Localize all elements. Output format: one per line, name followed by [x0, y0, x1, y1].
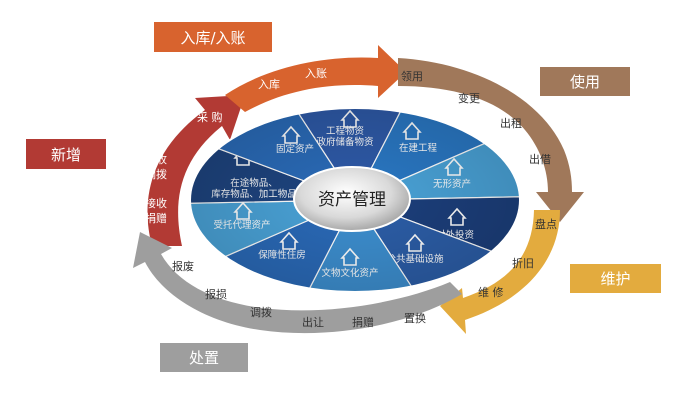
inner-ring-border: [189, 107, 521, 293]
tag-xinzeng-label: 新增: [50, 145, 81, 164]
label-ruku: 入库: [258, 78, 280, 91]
label-baosun: 报损: [205, 287, 227, 301]
center-disc: [293, 166, 411, 232]
tag-chuzhi: 处置: [160, 343, 248, 372]
label-jieshou-1: 接收: [145, 152, 167, 166]
tag-weihu: 维护: [570, 264, 661, 293]
label-juanzeng-1: 捐赠: [145, 211, 167, 225]
label-lingyong: 领用: [401, 70, 423, 83]
arrow-orange: [225, 45, 406, 112]
label-chuzu: 出租: [500, 116, 522, 130]
label-diaobo-2: 调拨: [250, 305, 272, 319]
center-title: 资产管理: [318, 190, 386, 210]
arrow-red: [147, 95, 245, 246]
label-zhejiu: 折旧: [512, 256, 534, 270]
tag-ruku: 入库/入账: [154, 22, 272, 52]
label-caigou: 采 购: [197, 110, 223, 124]
tag-chuzhi-label: 处置: [188, 349, 219, 367]
label-churang: 出让: [302, 315, 324, 329]
tag-weihu-label: 维护: [600, 270, 631, 288]
label-biangeng: 变更: [458, 91, 480, 105]
label-juanzeng-2: 捐赠: [352, 315, 374, 329]
tag-xinzeng: 新增: [26, 139, 106, 169]
label-chujie: 出借: [529, 152, 551, 166]
label-weixiu: 维 修: [478, 285, 504, 299]
label-baofei: 报废: [172, 259, 194, 273]
arrow-gray: [133, 232, 462, 334]
label-zhihuan: 置换: [404, 311, 426, 325]
label-ruzhang: 入账: [305, 67, 327, 80]
label-jieshou-2: 接收: [145, 196, 167, 210]
tag-ruku-label: 入库/入账: [180, 28, 246, 47]
label-pandian: 盘点: [535, 217, 557, 231]
arrow-brown: [398, 58, 584, 222]
tag-shiyong-label: 使用: [569, 73, 600, 91]
label-diaobo-1: 调拨: [145, 167, 167, 181]
arrow-yellow: [440, 210, 560, 334]
tag-shiyong: 使用: [540, 67, 630, 96]
